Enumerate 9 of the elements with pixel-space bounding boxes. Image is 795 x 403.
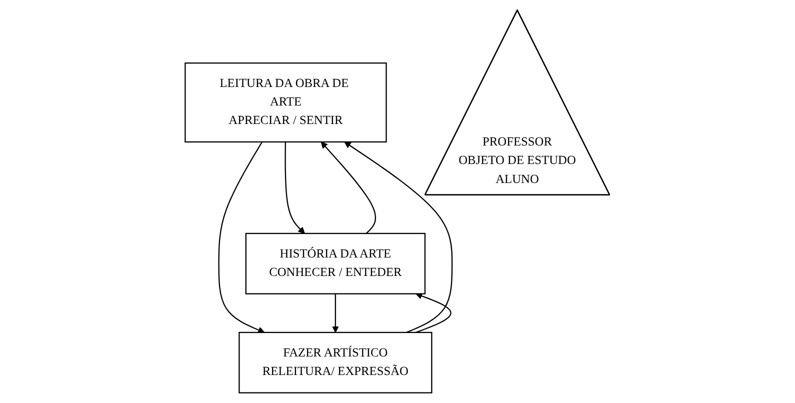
node-box: FAZER ARTÍSTICO RELEITURA/ EXPRESSÃO	[238, 332, 432, 394]
node-box: LEITURA DA OBRA DE ARTE APRECIAR / SENTIR	[184, 62, 387, 143]
arrow	[320, 142, 376, 234]
arrow	[344, 142, 453, 333]
node-box: HISTÓRIA DA ARTE CONHECER / ENTEDER	[245, 232, 426, 294]
arrow	[416, 292, 452, 334]
arrow	[218, 142, 265, 334]
arrow	[332, 294, 339, 333]
arrow	[284, 142, 306, 234]
